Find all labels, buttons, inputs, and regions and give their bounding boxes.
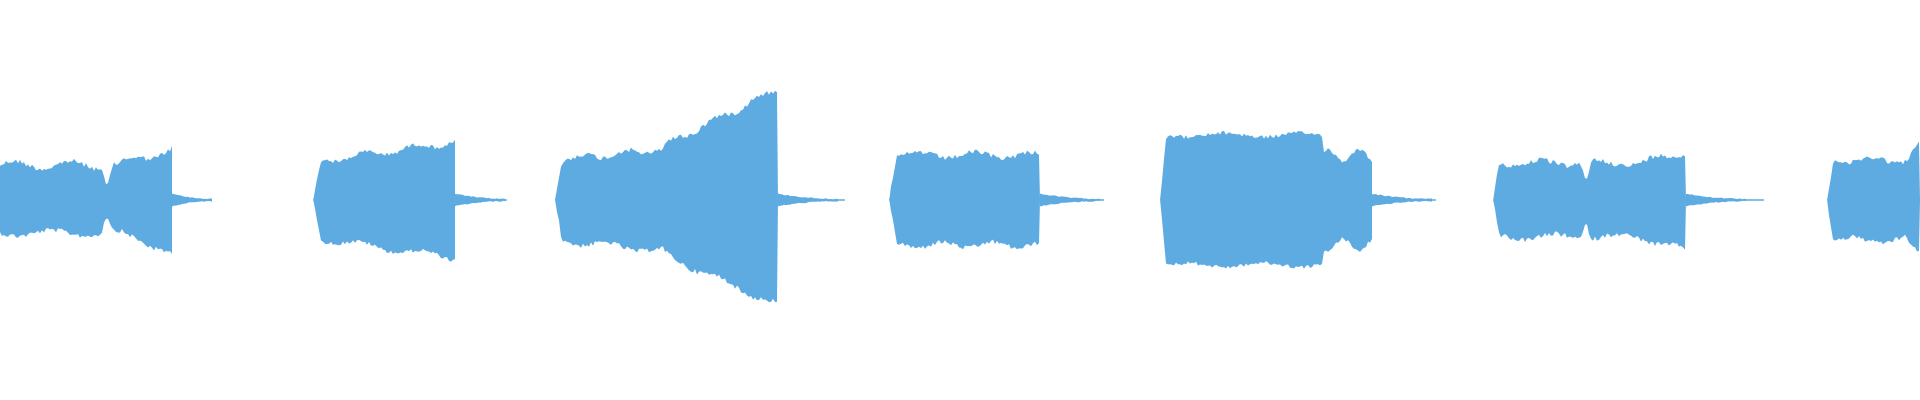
waveform-segment <box>0 145 172 254</box>
waveform-tail <box>1040 193 1100 207</box>
waveform-segment <box>313 139 455 262</box>
waveform-segment <box>889 149 1040 250</box>
waveform-segment <box>1160 131 1372 269</box>
waveform-segment <box>1493 153 1686 250</box>
waveform-tail <box>1686 194 1746 207</box>
waveform-tail <box>1372 194 1432 207</box>
waveform-tail <box>172 193 212 207</box>
waveform-segment <box>555 90 778 303</box>
waveform-tail <box>778 193 838 207</box>
waveform-segment <box>1827 141 1920 252</box>
